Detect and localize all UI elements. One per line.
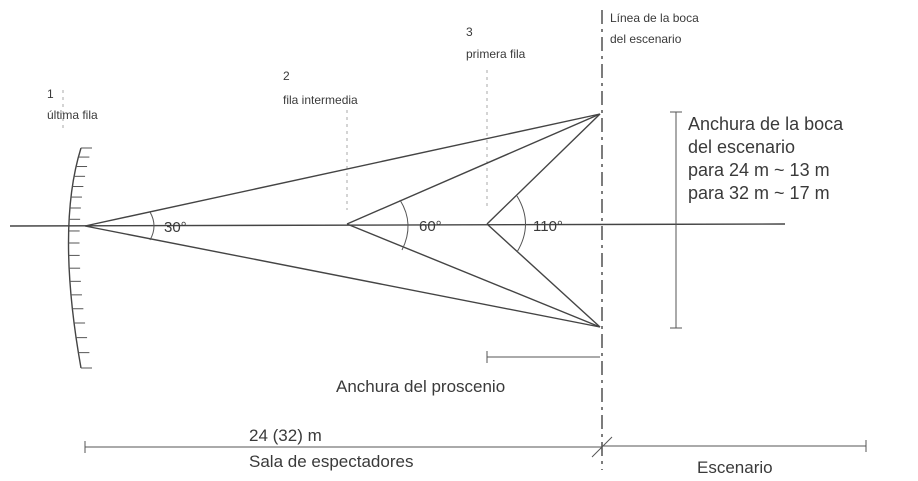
sightline-p2-top bbox=[346, 113, 601, 225]
sightline-p2-bottom bbox=[346, 223, 601, 328]
hall-right-slash bbox=[591, 436, 613, 458]
angle-label-110: 110° bbox=[533, 218, 563, 235]
sightline-p1-bottom bbox=[84, 225, 601, 328]
point-2-number: 2 bbox=[283, 69, 290, 83]
point-2-label: fila intermedia bbox=[283, 93, 358, 107]
point-1-number: 1 bbox=[47, 87, 54, 101]
opening-width-label-1: Anchura de la boca bbox=[688, 114, 844, 134]
point-3-label: primera fila bbox=[466, 47, 526, 61]
stage-label: Escenario bbox=[697, 458, 773, 477]
stage-line-label-1: Línea de la boca bbox=[610, 11, 699, 25]
stage-line-label-2: del escenario bbox=[610, 32, 682, 46]
last-row-arc bbox=[67, 147, 82, 369]
sightline-p1-top bbox=[84, 113, 601, 227]
angle-arc-110 bbox=[516, 195, 526, 253]
hall-name-label: Sala de espectadores bbox=[249, 452, 413, 471]
opening-width-label-3: para 24 m ~ 13 m bbox=[688, 160, 830, 180]
proscenium-label: Anchura del proscenio bbox=[336, 377, 505, 396]
opening-width-label-4: para 32 m ~ 17 m bbox=[688, 183, 830, 203]
point-1-label: última fila bbox=[47, 108, 98, 122]
point-3-number: 3 bbox=[466, 25, 473, 39]
sightline-p3-top bbox=[486, 113, 601, 225]
hall-length-label: 24 (32) m bbox=[249, 426, 322, 445]
seat-ticks bbox=[68, 147, 92, 369]
sightline-p3-bottom bbox=[486, 223, 601, 328]
angle-label-60: 60° bbox=[419, 218, 442, 235]
opening-width-label-2: del escenario bbox=[688, 137, 795, 157]
angle-arc-30 bbox=[149, 211, 155, 241]
angle-arc-60 bbox=[399, 199, 409, 251]
angle-label-30: 30° bbox=[164, 219, 187, 236]
center-axis bbox=[9, 223, 786, 227]
